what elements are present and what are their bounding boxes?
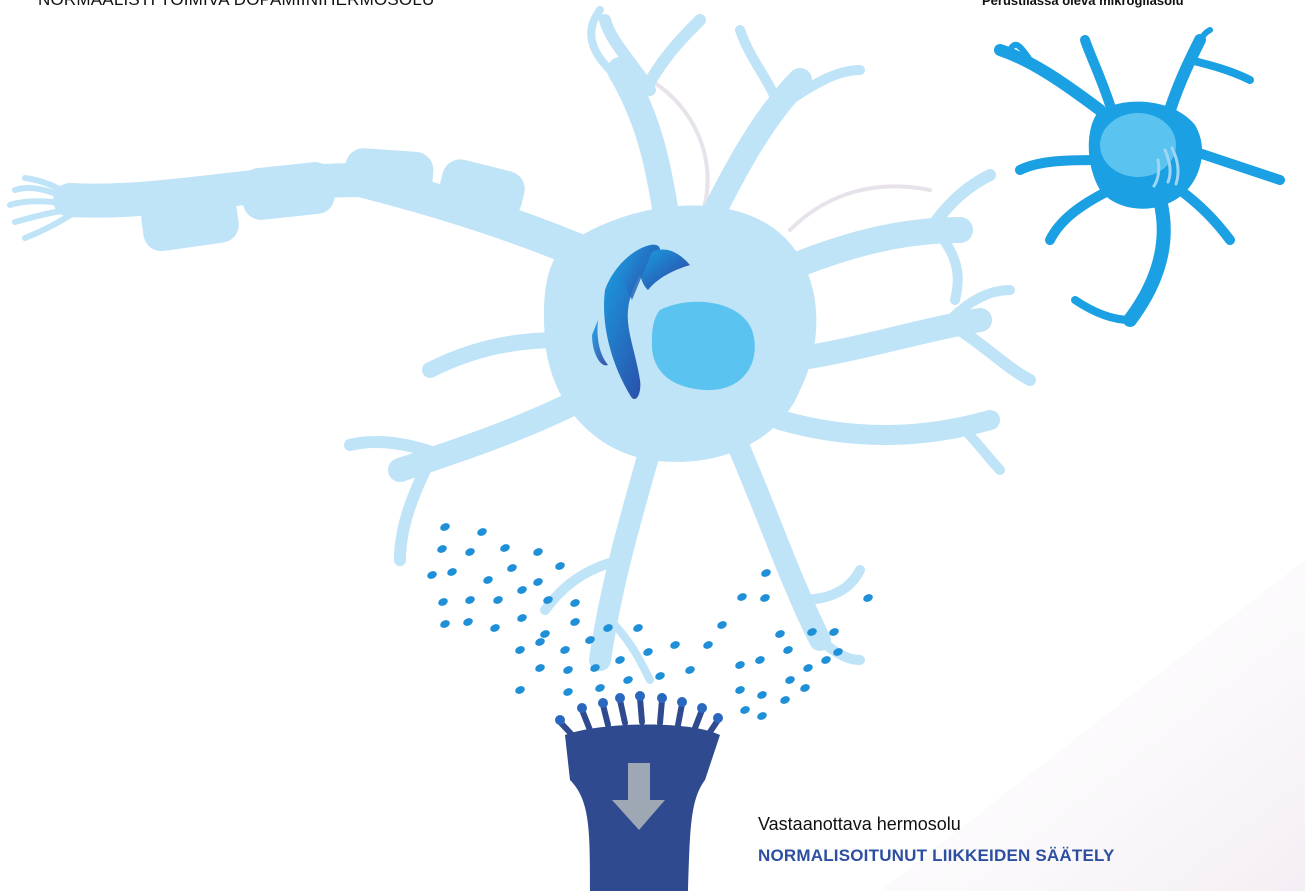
vesicle — [799, 683, 811, 694]
vesicle — [654, 671, 666, 682]
microglia-nucleus — [1100, 113, 1176, 177]
myelin-sheath — [139, 147, 529, 253]
microglia-cell — [1000, 30, 1280, 320]
vesicle — [594, 683, 606, 694]
vesicle — [684, 665, 696, 676]
vesicle — [774, 629, 786, 640]
vesicle — [784, 675, 796, 686]
vesicle — [436, 544, 448, 555]
vesicle — [516, 585, 528, 596]
vesicle — [669, 640, 681, 651]
vesicle — [716, 620, 728, 631]
vesicle — [426, 570, 438, 581]
vesicle — [820, 655, 832, 666]
vesicle — [782, 645, 794, 656]
vesicle — [554, 561, 566, 572]
vesicle — [506, 563, 518, 574]
vesicle — [437, 597, 449, 608]
outcome-label: NORMALISOITUNUT LIIKKEIDEN SÄÄTELY — [758, 846, 1115, 866]
vesicle — [760, 568, 772, 579]
vesicle — [702, 640, 714, 651]
vesicle — [632, 623, 644, 634]
vesicle — [569, 598, 581, 609]
vesicle — [534, 663, 546, 674]
vesicle — [559, 645, 571, 656]
vesicle — [642, 647, 654, 658]
vesicle — [439, 522, 451, 533]
vesicle — [532, 547, 544, 558]
dopamine-neuron — [10, 10, 1030, 680]
vesicle — [514, 685, 526, 696]
vesicle — [754, 655, 766, 666]
receiving-neuron-label: Vastaanottava hermosolu — [758, 814, 961, 835]
vesicle — [499, 543, 511, 554]
vesicle — [562, 687, 574, 698]
vesicle — [482, 575, 494, 586]
vesicle — [489, 623, 501, 634]
vesicle — [562, 665, 574, 676]
vesicle — [736, 592, 748, 603]
vesicle — [779, 695, 791, 706]
vesicle — [439, 619, 451, 630]
diagram-title: NORMAALISTI TOIMIVA DOPAMIINIHERMOSOLU — [38, 0, 434, 10]
vesicle — [622, 675, 634, 686]
vesicle — [514, 645, 526, 656]
vesicle — [734, 660, 746, 671]
vesicle — [614, 655, 626, 666]
vesicle — [862, 593, 874, 604]
vesicle — [802, 663, 814, 674]
vesicle — [534, 637, 546, 648]
background-shade — [880, 560, 1305, 891]
microglia-label: Perustilassa oleva mikrogliasolu — [982, 0, 1184, 8]
vesicle — [476, 527, 488, 538]
vesicle — [462, 617, 474, 628]
vesicle — [464, 547, 476, 558]
vesicle — [516, 613, 528, 624]
vesicle — [464, 595, 476, 606]
vesicle — [739, 705, 751, 716]
vesicle — [569, 617, 581, 628]
vesicle — [446, 567, 458, 578]
vesicle — [539, 629, 551, 640]
neuron-nucleus — [652, 302, 755, 390]
vesicle — [759, 593, 771, 604]
vesicle — [734, 685, 746, 696]
vesicle — [492, 595, 504, 606]
vesicle — [532, 577, 544, 588]
vesicle — [756, 711, 768, 722]
receiving-neuron — [555, 691, 723, 891]
vesicle — [756, 690, 768, 701]
